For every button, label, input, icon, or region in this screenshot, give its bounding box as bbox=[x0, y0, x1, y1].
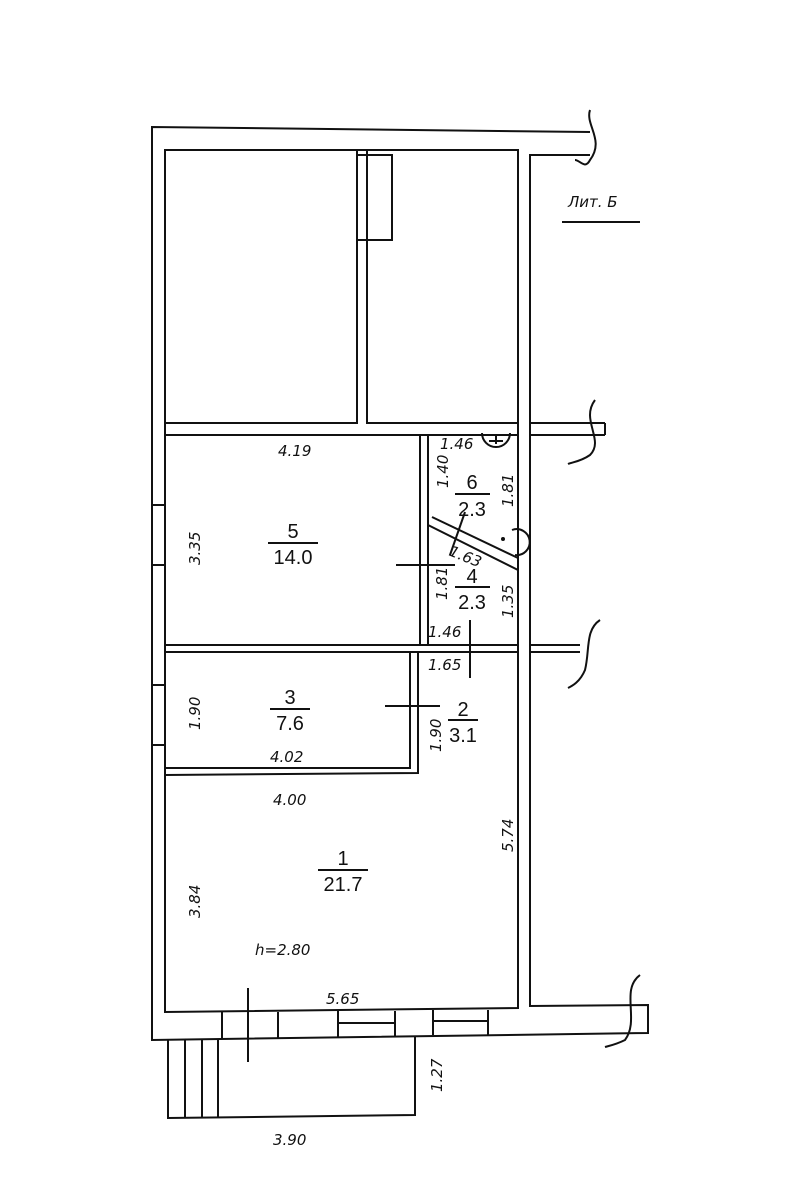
dim-r6-left: 1.40 bbox=[434, 455, 452, 488]
dim-r2-left: 1.90 bbox=[427, 719, 445, 752]
lit-label: Лит. Б bbox=[562, 193, 640, 223]
room-area: 7.6 bbox=[276, 713, 304, 735]
room-area: 21.7 bbox=[324, 874, 363, 896]
dim-r2-top: 1.65 bbox=[428, 656, 461, 674]
dim-r1-left: 3.84 bbox=[186, 885, 204, 918]
dim-r5-width: 4.19 bbox=[278, 442, 311, 460]
fixtures bbox=[481, 432, 531, 557]
room-area: 14.0 bbox=[274, 547, 313, 569]
toilet-icon bbox=[481, 432, 511, 448]
room-number: 6 bbox=[466, 472, 477, 494]
dim-r6-top: 1.46 bbox=[440, 435, 473, 453]
room-number: 5 bbox=[287, 521, 298, 543]
room-area: 3.1 bbox=[449, 725, 477, 747]
dim-r4-bottom: 1.46 bbox=[428, 623, 461, 641]
room-6-label: 6 2.3 bbox=[455, 472, 490, 521]
dim-r3-width: 4.02 bbox=[270, 748, 303, 766]
dim-r1-bottom: 5.65 bbox=[326, 990, 359, 1008]
room-4-label: 4 2.3 bbox=[455, 566, 490, 614]
chimney bbox=[356, 154, 393, 241]
room-area: 2.3 bbox=[458, 499, 486, 521]
room-3-label: 3 7.6 bbox=[270, 687, 310, 735]
building-label: Лит. Б bbox=[567, 193, 618, 211]
sink-icon bbox=[501, 528, 531, 557]
hatched-area-left bbox=[164, 149, 358, 424]
dim-r4-left: 1.81 bbox=[433, 567, 451, 600]
room-number: 3 bbox=[284, 687, 295, 709]
dim-porch-depth: 1.27 bbox=[428, 1058, 446, 1092]
dimensions: 4.19 3.35 1.46 1.40 1.81 1.63 1.81 1.35 … bbox=[186, 435, 517, 1149]
dim-r4-right: 1.35 bbox=[499, 585, 517, 618]
room-2-label: 2 3.1 bbox=[448, 699, 478, 747]
dim-r3-height: 1.90 bbox=[186, 697, 204, 730]
room-1-label: 1 21.7 bbox=[318, 848, 368, 896]
dim-r5-height: 3.35 bbox=[186, 532, 204, 565]
dim-porch-width: 3.90 bbox=[273, 1131, 306, 1149]
room-number: 2 bbox=[457, 699, 468, 721]
dim-r6-right: 1.81 bbox=[499, 474, 517, 507]
room-number: 4 bbox=[466, 566, 477, 588]
dim-r1-right: 5.74 bbox=[499, 819, 517, 852]
dim-r1-top: 4.00 bbox=[273, 791, 306, 809]
break-lines bbox=[567, 109, 641, 1048]
room-number: 1 bbox=[337, 848, 348, 870]
walls bbox=[151, 125, 649, 1062]
dim-r4-diagonal: 1.63 bbox=[447, 542, 485, 571]
hatched-area-right bbox=[366, 149, 519, 424]
room-area: 2.3 bbox=[458, 592, 486, 614]
ceiling-height: h=2.80 bbox=[255, 941, 310, 959]
porch bbox=[167, 1036, 416, 1120]
room-5-label: 5 14.0 bbox=[268, 521, 318, 569]
